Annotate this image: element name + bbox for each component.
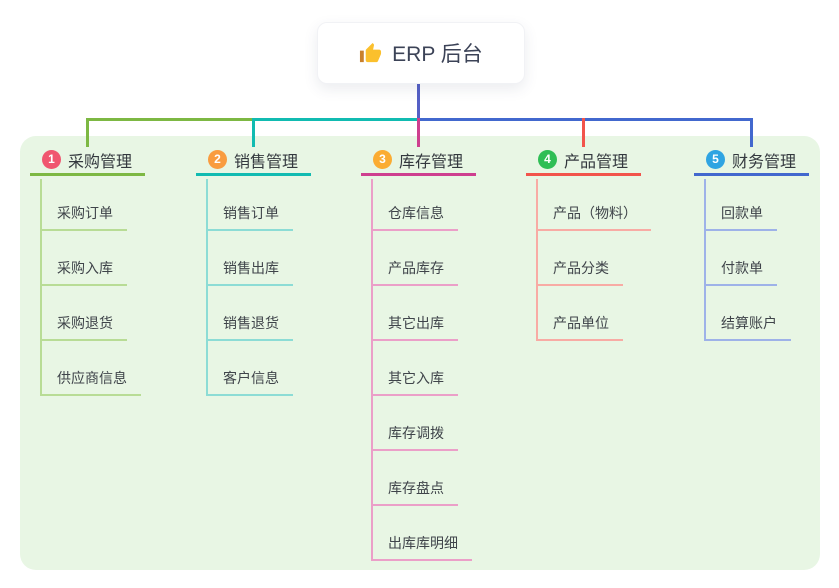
branch-drop-line <box>582 118 585 147</box>
child-node[interactable]: 结算账户 <box>706 313 791 341</box>
thumbs-up-icon <box>359 42 382 65</box>
root-title: ERP 后台 <box>392 43 483 66</box>
child-row: 库存盘点 <box>371 451 472 506</box>
child-row: 仓库信息 <box>371 179 472 231</box>
branch-title: 库存管理 <box>399 153 464 171</box>
child-node[interactable]: 仓库信息 <box>373 203 458 231</box>
branch-header[interactable]: 5 财务管理 <box>694 146 809 176</box>
child-row: 销售订单 <box>206 179 293 231</box>
child-row: 其它入库 <box>371 341 472 396</box>
branch-number-badge: 2 <box>208 150 227 169</box>
branch-children: 产品（物料） 产品分类 产品单位 <box>536 179 651 341</box>
child-node[interactable]: 库存盘点 <box>373 478 458 506</box>
branch-children: 仓库信息 产品库存 其它出库 其它入库 库存调拨 库存盘点 出库库明细 <box>371 179 472 561</box>
child-row: 采购退货 <box>40 286 141 341</box>
branch-header[interactable]: 2 销售管理 <box>196 146 311 176</box>
child-row: 其它出库 <box>371 286 472 341</box>
child-row: 出库库明细 <box>371 506 472 561</box>
branch-drop-line <box>417 118 420 147</box>
child-row: 回款单 <box>704 179 791 231</box>
child-row: 库存调拨 <box>371 396 472 451</box>
branch-drop-line <box>252 118 255 147</box>
branch-header[interactable]: 1 采购管理 <box>30 146 145 176</box>
branch-children: 回款单 付款单 结算账户 <box>704 179 791 341</box>
child-node[interactable]: 付款单 <box>706 258 777 286</box>
branch-title: 财务管理 <box>732 153 797 171</box>
child-row: 结算账户 <box>704 286 791 341</box>
branch-number-badge: 3 <box>373 150 392 169</box>
child-node[interactable]: 供应商信息 <box>42 368 141 396</box>
branch-title: 采购管理 <box>68 153 133 171</box>
child-row: 产品单位 <box>536 286 651 341</box>
child-node[interactable]: 产品单位 <box>538 313 623 341</box>
child-node[interactable]: 销售出库 <box>208 258 293 286</box>
branch-bus-line <box>417 118 753 121</box>
child-node[interactable]: 采购退货 <box>42 313 127 341</box>
child-row: 采购入库 <box>40 231 141 286</box>
child-row: 采购订单 <box>40 179 141 231</box>
child-node[interactable]: 出库库明细 <box>373 533 472 561</box>
child-node[interactable]: 产品库存 <box>373 258 458 286</box>
branch-title: 产品管理 <box>564 153 629 171</box>
branch-number-badge: 1 <box>42 150 61 169</box>
child-node[interactable]: 回款单 <box>706 203 777 231</box>
branch-number-badge: 4 <box>538 150 557 169</box>
root-connector-line <box>417 82 420 119</box>
branch-number-badge: 5 <box>706 150 725 169</box>
root-node[interactable]: ERP 后台 <box>317 22 525 84</box>
child-row: 销售出库 <box>206 231 293 286</box>
branch-children: 销售订单 销售出库 销售退货 客户信息 <box>206 179 293 396</box>
branch-header[interactable]: 4 产品管理 <box>526 146 641 176</box>
branch-drop-line <box>750 118 753 147</box>
branch-title: 销售管理 <box>234 153 299 171</box>
branch-bus-line <box>86 118 254 121</box>
branches-panel <box>20 136 820 570</box>
child-row: 产品库存 <box>371 231 472 286</box>
child-node[interactable]: 产品（物料） <box>538 203 651 231</box>
child-node[interactable]: 客户信息 <box>208 368 293 396</box>
child-node[interactable]: 销售退货 <box>208 313 293 341</box>
child-node[interactable]: 产品分类 <box>538 258 623 286</box>
child-node[interactable]: 其它出库 <box>373 313 458 341</box>
branch-header[interactable]: 3 库存管理 <box>361 146 476 176</box>
child-node[interactable]: 采购入库 <box>42 258 127 286</box>
child-row: 产品分类 <box>536 231 651 286</box>
child-row: 客户信息 <box>206 341 293 396</box>
branch-bus-line <box>252 118 419 121</box>
child-node[interactable]: 销售订单 <box>208 203 293 231</box>
child-node[interactable]: 库存调拨 <box>373 423 458 451</box>
child-row: 销售退货 <box>206 286 293 341</box>
child-node[interactable]: 采购订单 <box>42 203 127 231</box>
child-node[interactable]: 其它入库 <box>373 368 458 396</box>
child-row: 供应商信息 <box>40 341 141 396</box>
child-row: 付款单 <box>704 231 791 286</box>
child-row: 产品（物料） <box>536 179 651 231</box>
branch-drop-line <box>86 118 89 147</box>
branch-children: 采购订单 采购入库 采购退货 供应商信息 <box>40 179 141 396</box>
